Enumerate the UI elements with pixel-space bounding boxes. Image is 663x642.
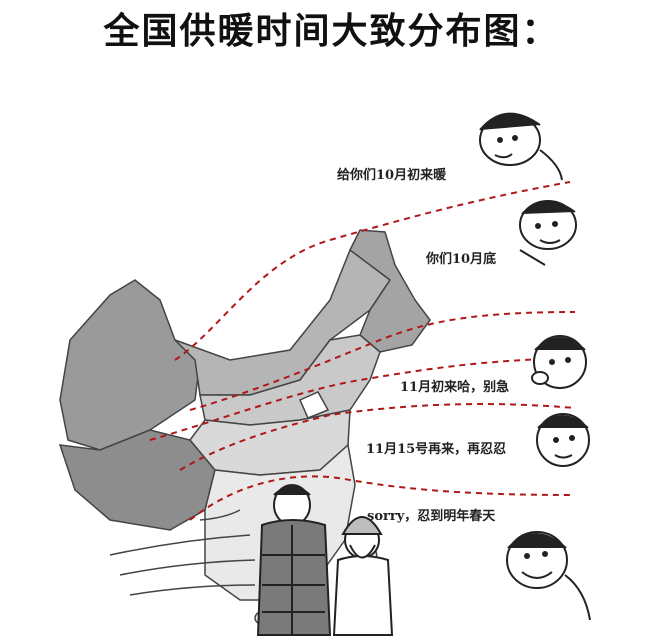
zone-line-2 — [189, 311, 576, 411]
face-2 — [519, 200, 577, 266]
zone-line-1 — [174, 181, 571, 361]
page-title: 全国供暖时间大致分布图： — [103, 11, 560, 52]
zone-label-3: 11月初来哈，别急 — [400, 380, 510, 395]
zone-label-5: sorry，忍到明年春天 — [367, 509, 496, 524]
face-5 — [506, 531, 591, 621]
bundled-people-icon — [256, 484, 394, 636]
person-in-puffer-coat — [256, 484, 332, 636]
face-4 — [536, 413, 590, 467]
zone-line-3 — [149, 357, 576, 441]
face-icon — [479, 112, 591, 621]
face-1 — [479, 112, 563, 181]
zone-line-4 — [179, 403, 576, 471]
zone-line-5 — [189, 475, 576, 521]
zone-label-4: 11月15号再来，再忍忍 — [366, 442, 507, 457]
person-in-hat — [332, 516, 394, 636]
face-3 — [531, 335, 587, 389]
wind-lines-icon — [109, 509, 256, 596]
zone-label-1: 给你们10月初来暖 — [337, 168, 447, 183]
heating-zone-lines — [149, 181, 576, 521]
zone-label-2: 你们10月底 — [426, 252, 497, 267]
